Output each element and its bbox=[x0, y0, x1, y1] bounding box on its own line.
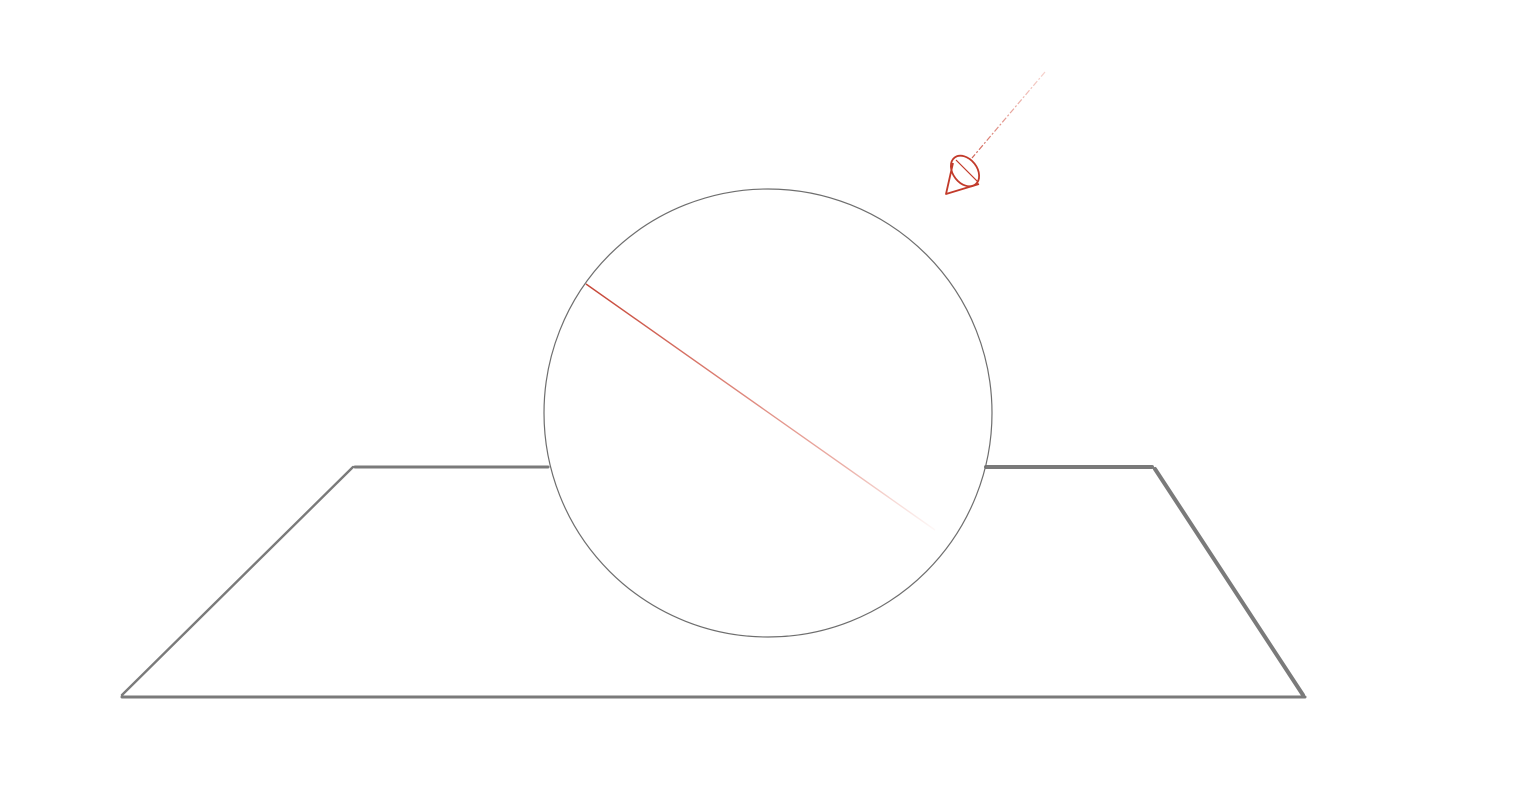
light-direction-line bbox=[971, 71, 1046, 159]
spotlight-axis bbox=[955, 159, 979, 183]
light-ray bbox=[585, 283, 936, 531]
ground-plane bbox=[120, 465, 1307, 699]
spotlight-icon[interactable] bbox=[945, 150, 985, 195]
ground-plane-left-edge bbox=[120, 465, 355, 697]
sphere bbox=[543, 188, 993, 638]
ground-plane-right-edge bbox=[1153, 467, 1305, 697]
spotlight-cone bbox=[945, 162, 980, 195]
